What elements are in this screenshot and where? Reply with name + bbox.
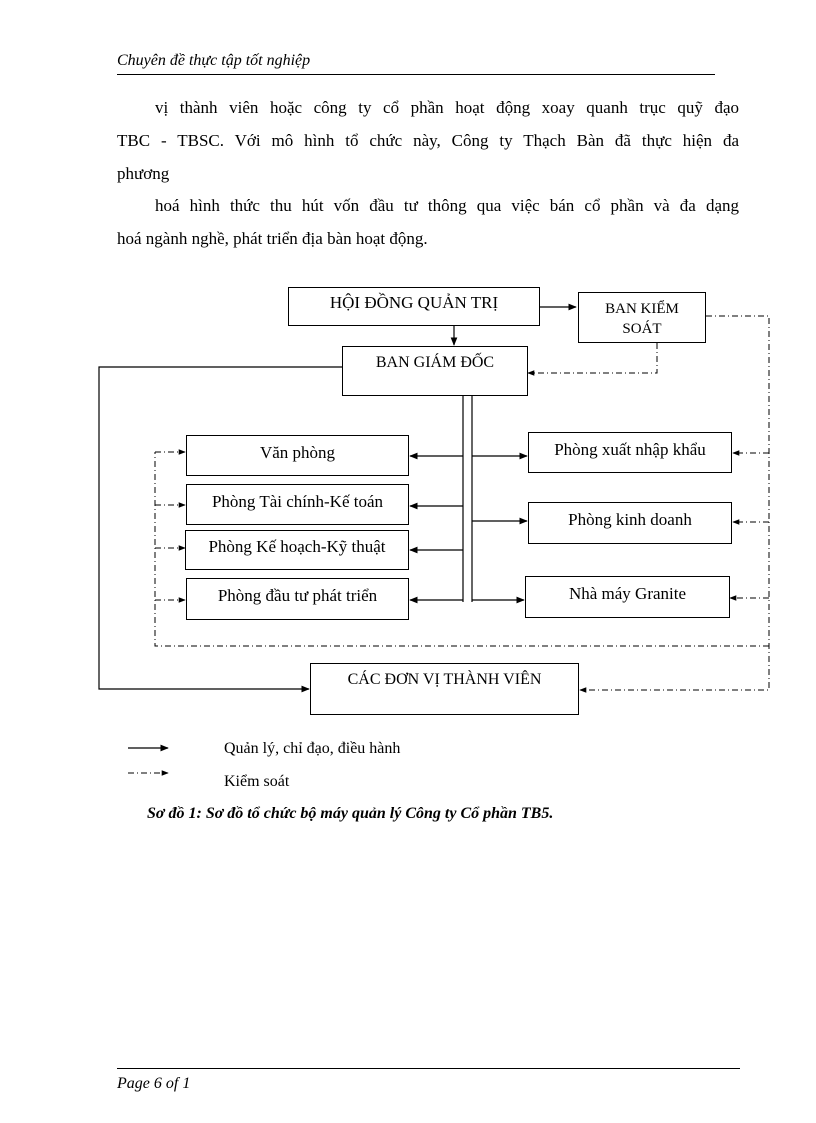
box-dau-tu-phat-trien: Phòng đầu tư phát triển xyxy=(186,578,409,620)
paragraph-1-line-1: vị thành viên hoặc công ty cổ phần hoạt … xyxy=(155,98,739,117)
legend-dashed-text: Kiểm soát xyxy=(224,773,290,790)
box-cac-don-vi-thanh-vien: CÁC ĐƠN VỊ THÀNH VIÊN xyxy=(310,663,579,715)
box-kinh-doanh: Phòng kinh doanh xyxy=(528,502,732,544)
header-title: Chuyên đề thực tập tốt nghiệp xyxy=(117,52,311,69)
hdqt-label: HỘI ĐỒNG QUẢN TRỊ xyxy=(329,292,499,312)
figure-caption: Sơ đồ 1: Sơ đồ tổ chức bộ máy quản lý Cô… xyxy=(147,805,554,822)
paragraph-2-line-1: hoá hình thức thu hút vốn đầu tư thông q… xyxy=(155,196,739,215)
arrow-bgd-don-vi xyxy=(98,366,342,693)
paragraph-1: vị thành viên hoặc công ty cổ phần hoạt … xyxy=(117,91,739,190)
control-bks-bgd xyxy=(527,343,658,376)
bks-label-line-1: BAN KIỂM xyxy=(605,301,679,317)
page-footer: Page 6 of 1 xyxy=(117,1068,740,1093)
box-van-phong: Văn phòng xyxy=(186,435,409,476)
box-hoi-dong-quan-tri: HỘI ĐỒNG QUẢN TRỊ xyxy=(288,287,540,326)
footer-page-number: Page 6 of 1 xyxy=(117,1075,191,1092)
dau-tu-label: Phòng đầu tư phát triển xyxy=(217,586,378,605)
box-ban-kiem-soat: BAN KIỂM SOÁT xyxy=(578,292,706,343)
box-ke-hoach-ky-thuat: Phòng Kế hoạch-Kỹ thuật xyxy=(185,530,409,570)
kinh-doanh-label: Phòng kinh doanh xyxy=(568,510,692,529)
page-header: Chuyên đề thực tập tốt nghiệp xyxy=(117,50,715,75)
box-nha-may-granite: Nhà máy Granite xyxy=(525,576,730,618)
box-xuat-nhap-khau: Phòng xuất nhập khẩu xyxy=(528,432,732,473)
xuat-nhap-khau-label: Phòng xuất nhập khẩu xyxy=(554,440,706,459)
bks-label-line-2: SOÁT xyxy=(622,321,662,337)
legend-solid-text: Quản lý, chỉ đạo, điều hành xyxy=(224,740,401,757)
paragraph-2-line-2: hoá ngành nghề, phát triển địa bàn hoạt … xyxy=(117,229,428,248)
paragraph-2: hoá hình thức thu hút vốn đầu tư thông q… xyxy=(117,189,739,255)
nha-may-label: Nhà máy Granite xyxy=(568,584,687,603)
bgd-label: BAN GIÁM ĐỐC xyxy=(375,354,495,371)
paragraph-1-line-3: phương xyxy=(117,164,170,183)
control-bottom-left xyxy=(154,452,769,647)
box-tai-chinh-ke-toan: Phòng Tài chính-Kế toán xyxy=(186,484,409,525)
tai-chinh-label: Phòng Tài chính-Kế toán xyxy=(211,492,384,511)
control-bks-right xyxy=(579,315,770,693)
van-phong-label: Văn phòng xyxy=(259,443,336,462)
don-vi-label: CÁC ĐƠN VỊ THÀNH VIÊN xyxy=(347,671,542,688)
ke-hoach-label: Phòng Kế hoạch-Kỹ thuật xyxy=(208,537,386,556)
paragraph-1-line-2: TBC - TBSC. Với mô hình tổ chức này, Côn… xyxy=(117,131,739,150)
box-ban-giam-doc: BAN GIÁM ĐỐC xyxy=(342,346,528,396)
